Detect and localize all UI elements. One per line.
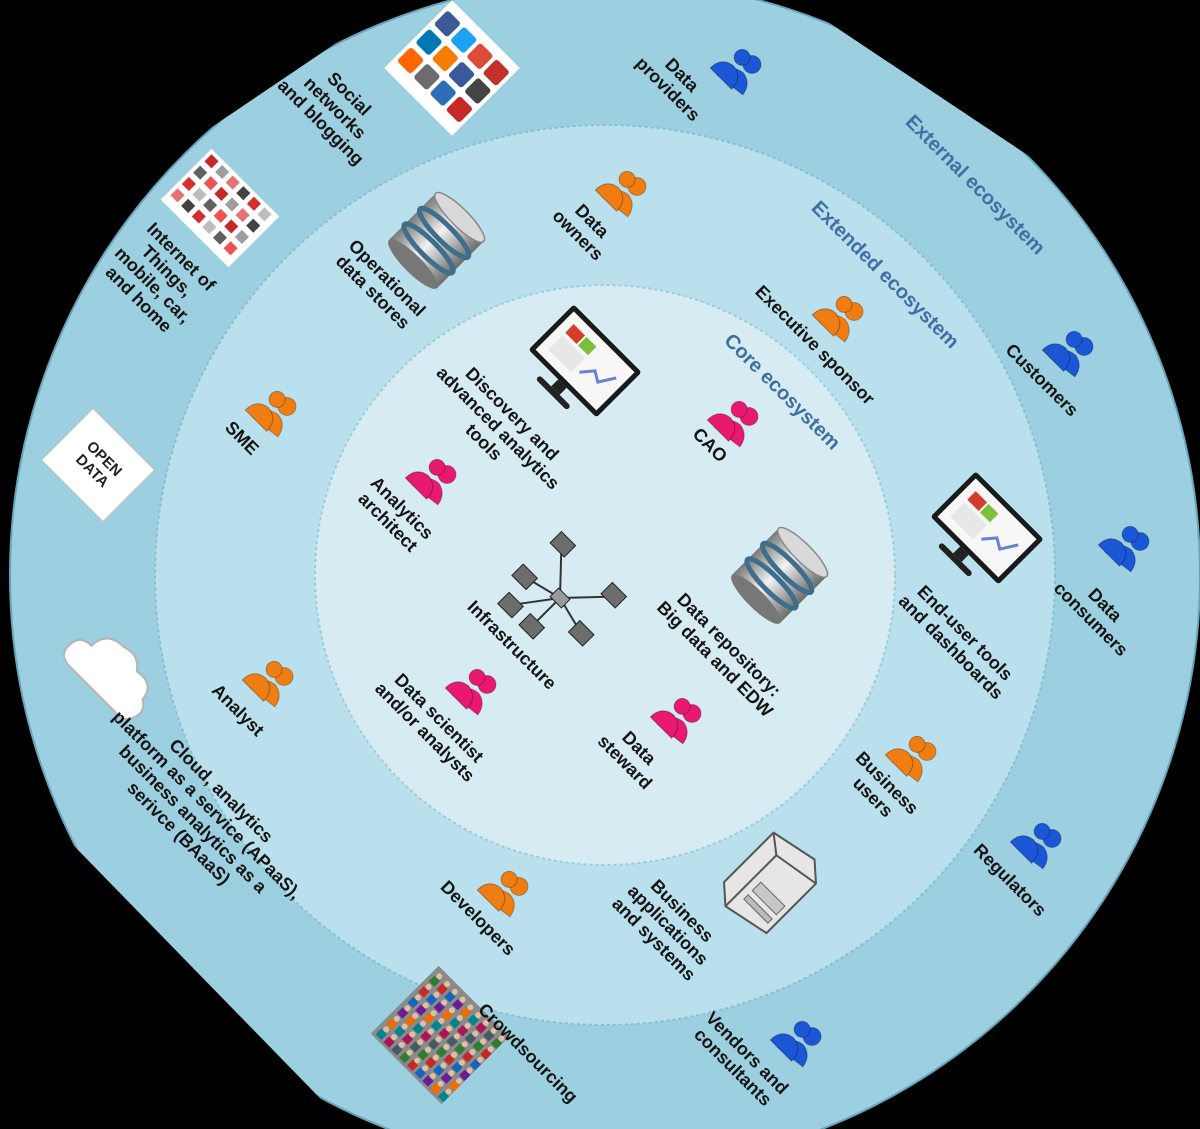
core-ring	[314, 284, 896, 866]
